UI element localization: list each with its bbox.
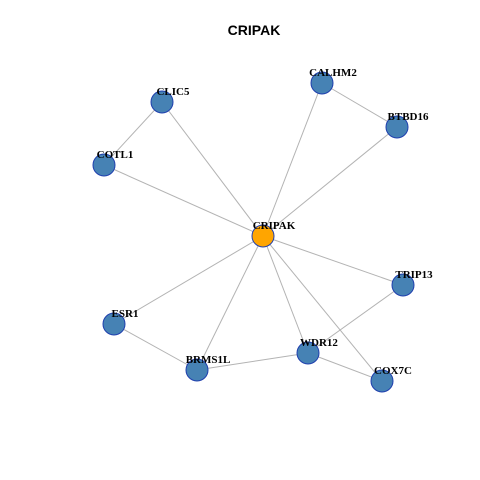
- node-wdr12: [296, 341, 320, 365]
- node-trip13: [391, 273, 415, 297]
- edge-cripak-esr1: [113, 235, 264, 325]
- edges-layer: [103, 82, 404, 382]
- node-label-esr1: ESR1: [112, 308, 139, 320]
- edge-calhm2-btbd16: [321, 82, 398, 128]
- node-label-cotl1: COTL1: [97, 149, 134, 161]
- node-label-cox7c: COX7C: [374, 365, 412, 377]
- edge-esr1-brms1l: [113, 323, 198, 371]
- edge-cripak-clic5: [161, 101, 264, 237]
- edge-cripak-trip13: [262, 235, 404, 286]
- node-cox7c: [370, 369, 394, 393]
- node-label-trip13: TRIP13: [395, 269, 433, 281]
- edge-cripak-brms1l: [196, 235, 264, 371]
- edge-clic5-cotl1: [103, 101, 163, 166]
- edge-wdr12-trip13: [307, 284, 404, 354]
- node-label-calhm2: CALHM2: [309, 67, 357, 79]
- edge-cripak-wdr12: [262, 235, 309, 354]
- edge-cripak-calhm2: [262, 82, 323, 237]
- node-label-clic5: CLIC5: [156, 86, 190, 98]
- edge-wdr12-cox7c: [307, 352, 383, 382]
- edge-cripak-btbd16: [262, 126, 398, 237]
- node-clic5: [150, 90, 174, 114]
- node-label-cripak: CRIPAK: [253, 220, 296, 232]
- diagram-title: CRIPAK: [228, 22, 281, 38]
- node-brms1l: [185, 358, 209, 382]
- node-cripak: [251, 224, 275, 248]
- node-label-btbd16: BTBD16: [388, 111, 429, 123]
- edge-cripak-cox7c: [262, 235, 383, 382]
- node-label-wdr12: WDR12: [300, 337, 338, 349]
- nodes-layer: [92, 71, 415, 393]
- node-label-brms1l: BRMS1L: [186, 354, 231, 366]
- edge-cripak-cotl1: [103, 164, 264, 237]
- edge-brms1l-wdr12: [196, 352, 309, 371]
- node-calhm2: [310, 71, 334, 95]
- node-btbd16: [385, 115, 409, 139]
- node-esr1: [102, 312, 126, 336]
- node-cotl1: [92, 153, 116, 177]
